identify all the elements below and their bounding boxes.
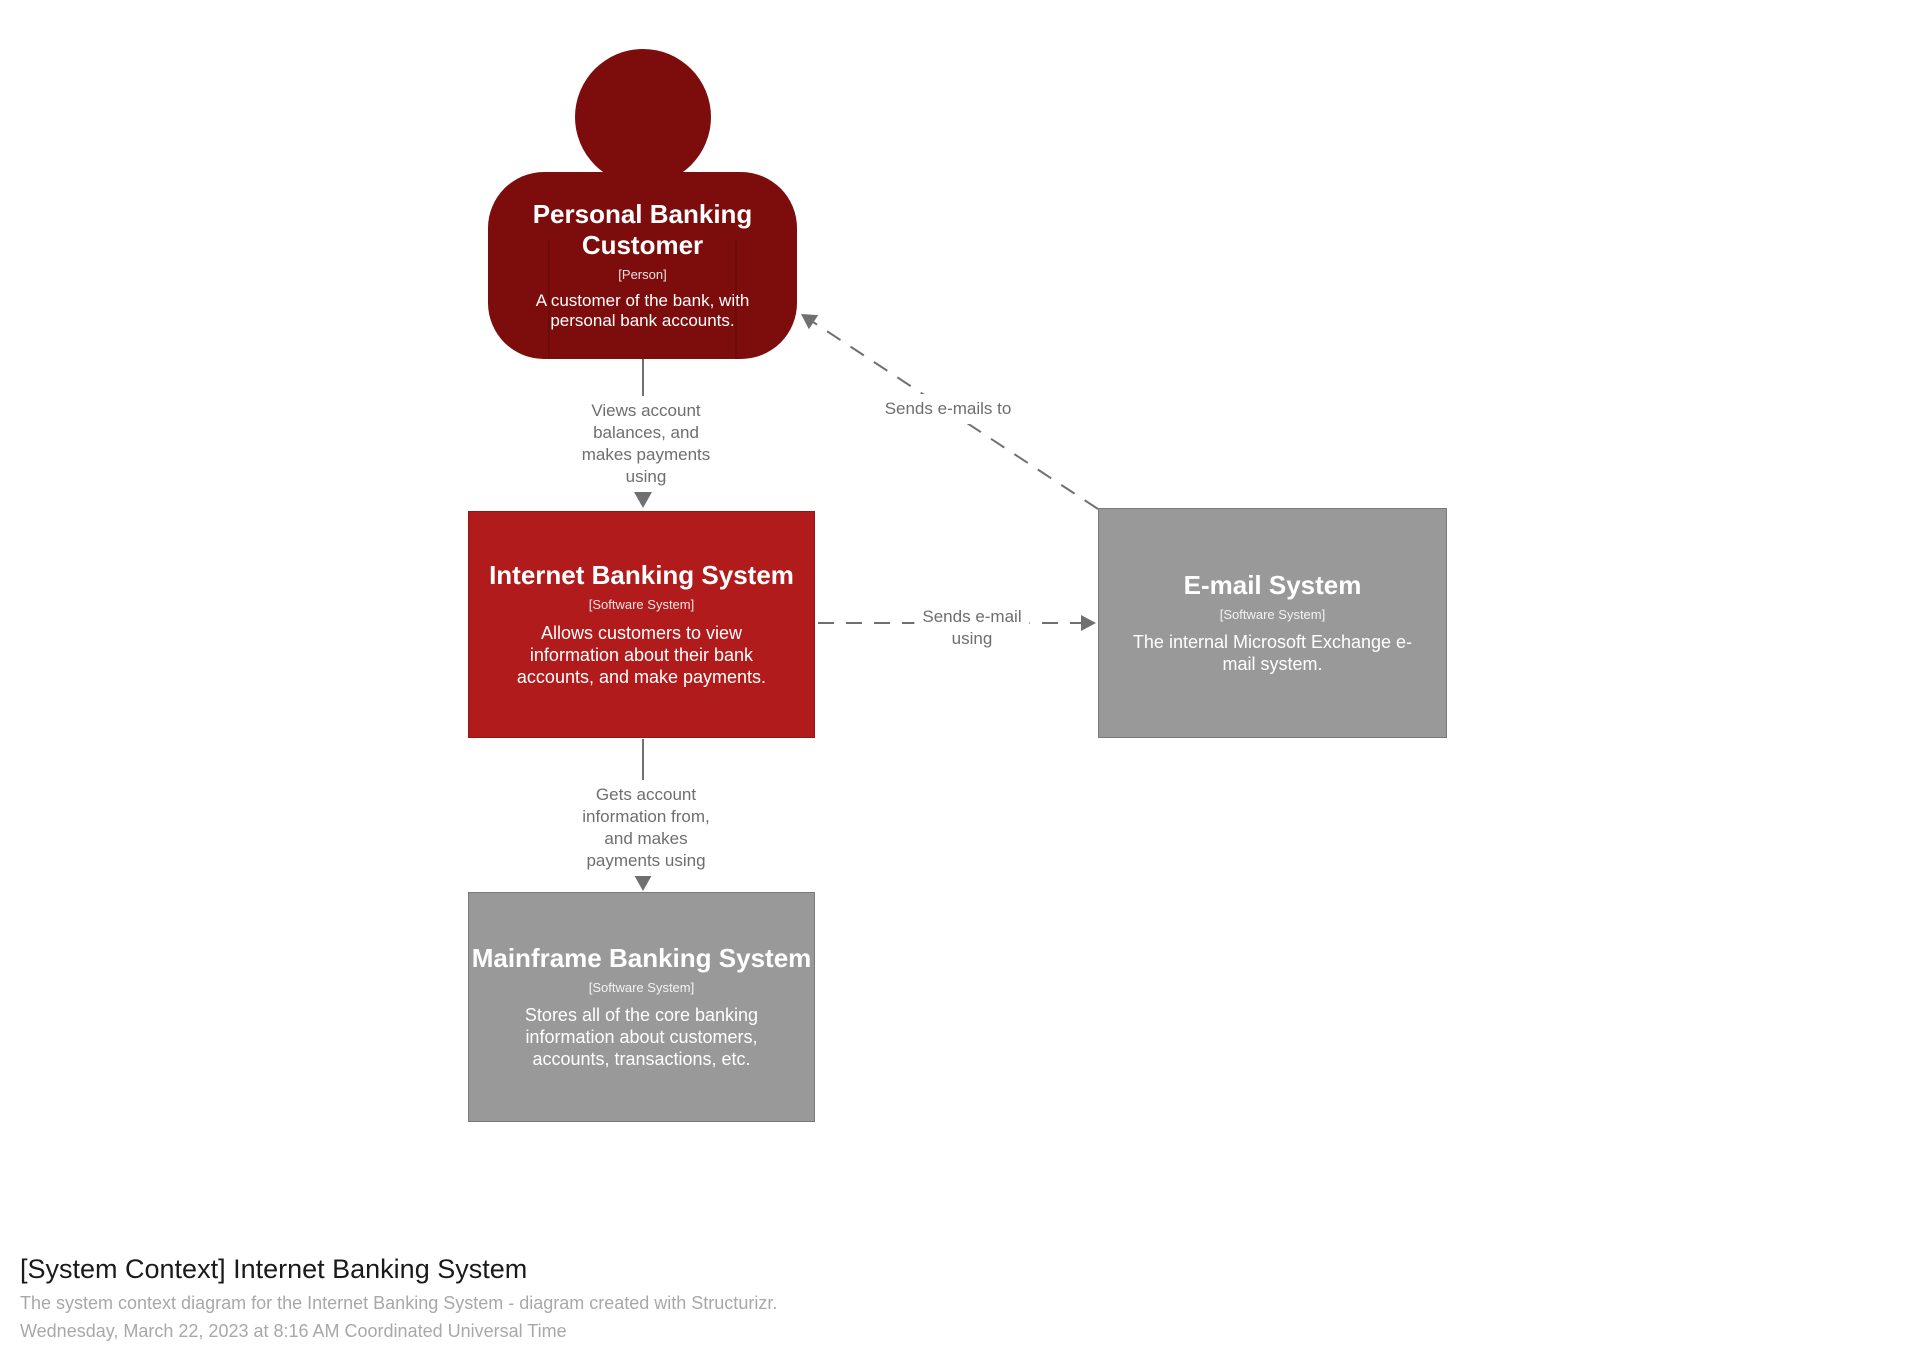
node-mainframe-banking-system[interactable]: Mainframe Banking System [Software Syste… (468, 892, 815, 1122)
person-meta-tag: [Person] (618, 267, 667, 283)
relationship-label-customer-to-ibs: Views account balances, and makes paymen… (573, 396, 719, 493)
internet-banking-system-description: Allows customers to view information abo… (516, 622, 767, 687)
mainframe-banking-system-meta-tag: [Software System] (588, 979, 695, 995)
internet-banking-system-name: Internet Banking System (489, 560, 794, 591)
person-arm-right-line (735, 240, 737, 359)
relationship-label-ibs-to-mainframe: Gets account information from, and makes… (574, 780, 718, 877)
mainframe-banking-system-description: Stores all of the core banking informati… (524, 1005, 759, 1070)
diagram-footer: [System Context] Internet Banking System… (20, 1253, 777, 1343)
arrowhead-ibs-to-mainframe (634, 875, 652, 891)
diagram-title: [System Context] Internet Banking System (20, 1254, 528, 1284)
arrowhead-ibs-to-email (1081, 615, 1096, 631)
email-system-name: E-mail System (1183, 569, 1362, 600)
person-arm-left-line (548, 240, 550, 359)
person-head-shape[interactable] (575, 49, 711, 185)
node-internet-banking-system[interactable]: Internet Banking System [Software System… (468, 511, 815, 738)
diagram-subtitle: The system context diagram for the Inter… (20, 1293, 778, 1314)
mainframe-banking-system-name: Mainframe Banking System (471, 942, 812, 973)
node-personal-banking-customer[interactable]: Personal Banking Customer [Person] A cus… (488, 172, 797, 359)
email-system-meta-tag: [Software System] (1219, 606, 1326, 622)
person-description: A customer of the bank, with personal ba… (535, 290, 750, 331)
arrowhead-customer-to-ibs (634, 492, 652, 508)
relationship-label-ibs-to-email: Sends e-mail using (914, 602, 1030, 655)
relationship-label-email-to-customer: Sends e-mails to (876, 394, 1020, 425)
internet-banking-system-meta-tag: [Software System] (588, 597, 695, 613)
node-email-system[interactable]: E-mail System [Software System] The inte… (1098, 508, 1447, 738)
diagram-timestamp: Wednesday, March 22, 2023 at 8:16 AM Coo… (20, 1320, 567, 1341)
email-system-description: The internal Microsoft Exchange e-mail s… (1132, 632, 1413, 675)
arrowhead-email-to-customer (801, 314, 819, 330)
person-name: Personal Banking Customer (532, 198, 753, 260)
